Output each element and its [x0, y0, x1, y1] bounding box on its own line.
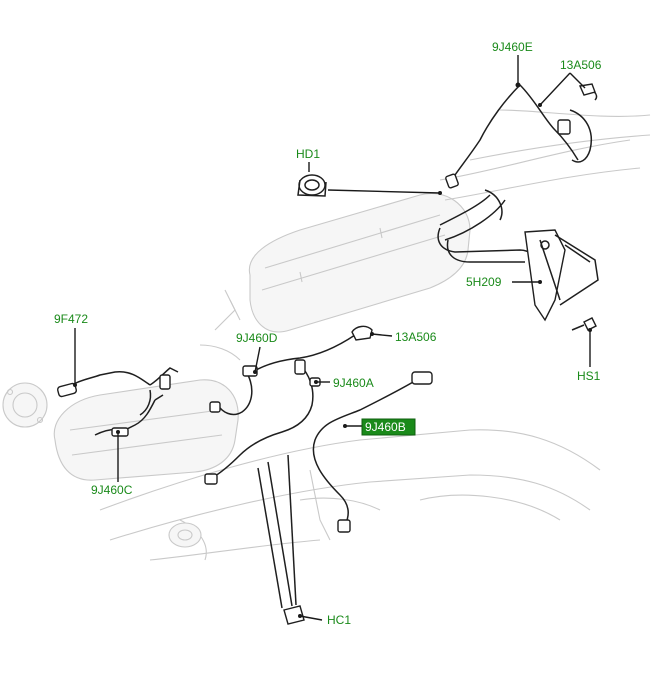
- callout-13A506-top[interactable]: 13A506: [560, 58, 602, 72]
- callout-9J460A-label: 9J460A: [333, 376, 374, 390]
- catalyst-body: [53, 379, 239, 481]
- callout-13A506-mid-label: 13A506: [395, 330, 437, 344]
- callout-5H209-label: 5H209: [466, 275, 502, 289]
- callout-9J460C[interactable]: 9J460C: [91, 483, 133, 497]
- callout-9J460E-top[interactable]: 9J460E: [492, 40, 533, 54]
- callout-labels: 9J460E 13A506 HD1 5H209 HS1 9F472 9J460D…: [54, 40, 602, 627]
- harness-parts: [56, 83, 599, 625]
- callout-9J460E-top-label: 9J460E: [492, 40, 533, 54]
- callout-5H209[interactable]: 5H209: [466, 275, 502, 289]
- background-components: [2, 109, 651, 561]
- callout-9J460B-selected[interactable]: 9J460B: [361, 418, 416, 436]
- harness-9J460D: [217, 374, 253, 416]
- callout-HC1[interactable]: HC1: [327, 613, 351, 627]
- sensor-HS1: [583, 317, 597, 331]
- clip-HC1: [283, 605, 305, 625]
- callout-9J460A[interactable]: 9J460A: [333, 376, 374, 390]
- sensor-9J460C: [94, 399, 156, 436]
- selected-highlight: [361, 418, 416, 436]
- front-flange: [2, 382, 48, 428]
- callout-HD1[interactable]: HD1: [296, 147, 320, 161]
- leader-lines: [73, 55, 592, 621]
- callout-13A506-top-label: 13A506: [560, 58, 602, 72]
- callout-13A506-mid[interactable]: 13A506: [395, 330, 437, 344]
- callout-HS1[interactable]: HS1: [577, 369, 601, 383]
- callout-9J460C-label: 9J460C: [91, 483, 133, 497]
- callout-9F472-label: 9F472: [54, 312, 88, 326]
- callout-HS1-label: HS1: [577, 369, 601, 383]
- callout-9J460B-label: 9J460B: [365, 420, 406, 434]
- callout-9J460D[interactable]: 9J460D: [236, 331, 278, 345]
- sensor-9F472: [59, 370, 151, 396]
- harness-9J460B: [312, 377, 421, 526]
- callout-HD1-label: HD1: [296, 147, 320, 161]
- harness-9J460A: [211, 364, 314, 479]
- callout-HC1-label: HC1: [327, 613, 351, 627]
- callout-9F472[interactable]: 9F472: [54, 312, 88, 326]
- callout-9J460D-label: 9J460D: [236, 331, 278, 345]
- harness-9J460E-top: [454, 84, 521, 176]
- pipe-bundle-5H209: [439, 189, 506, 241]
- clamp-HD1: [298, 174, 326, 196]
- clip-13A506-mid: [351, 325, 373, 341]
